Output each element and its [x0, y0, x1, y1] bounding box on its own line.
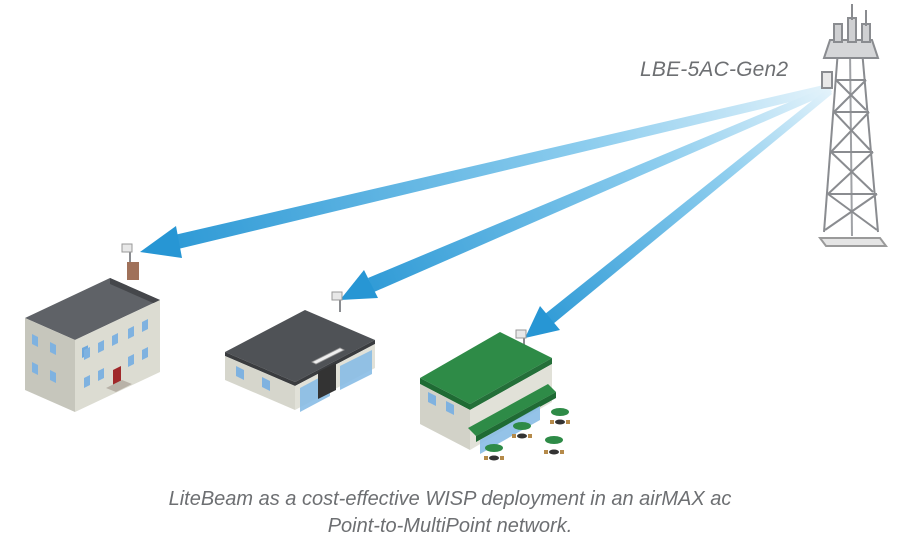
tower-icon	[818, 4, 888, 247]
office-building-icon	[225, 291, 375, 412]
caption-line-1: LiteBeam as a cost-effective WISP deploy…	[168, 488, 732, 510]
diagram-caption: LiteBeam as a cost-effective WISP deploy…	[0, 486, 900, 540]
beam-to-cafe	[525, 88, 832, 338]
house-icon	[25, 243, 160, 412]
device-model-label: LBE-5AC-Gen2	[640, 58, 789, 81]
beam-to-office	[340, 86, 832, 300]
caption-line-2: Point-to-MultiPoint network.	[327, 515, 573, 537]
cafe-icon	[420, 329, 570, 461]
beam-to-house	[140, 84, 832, 258]
